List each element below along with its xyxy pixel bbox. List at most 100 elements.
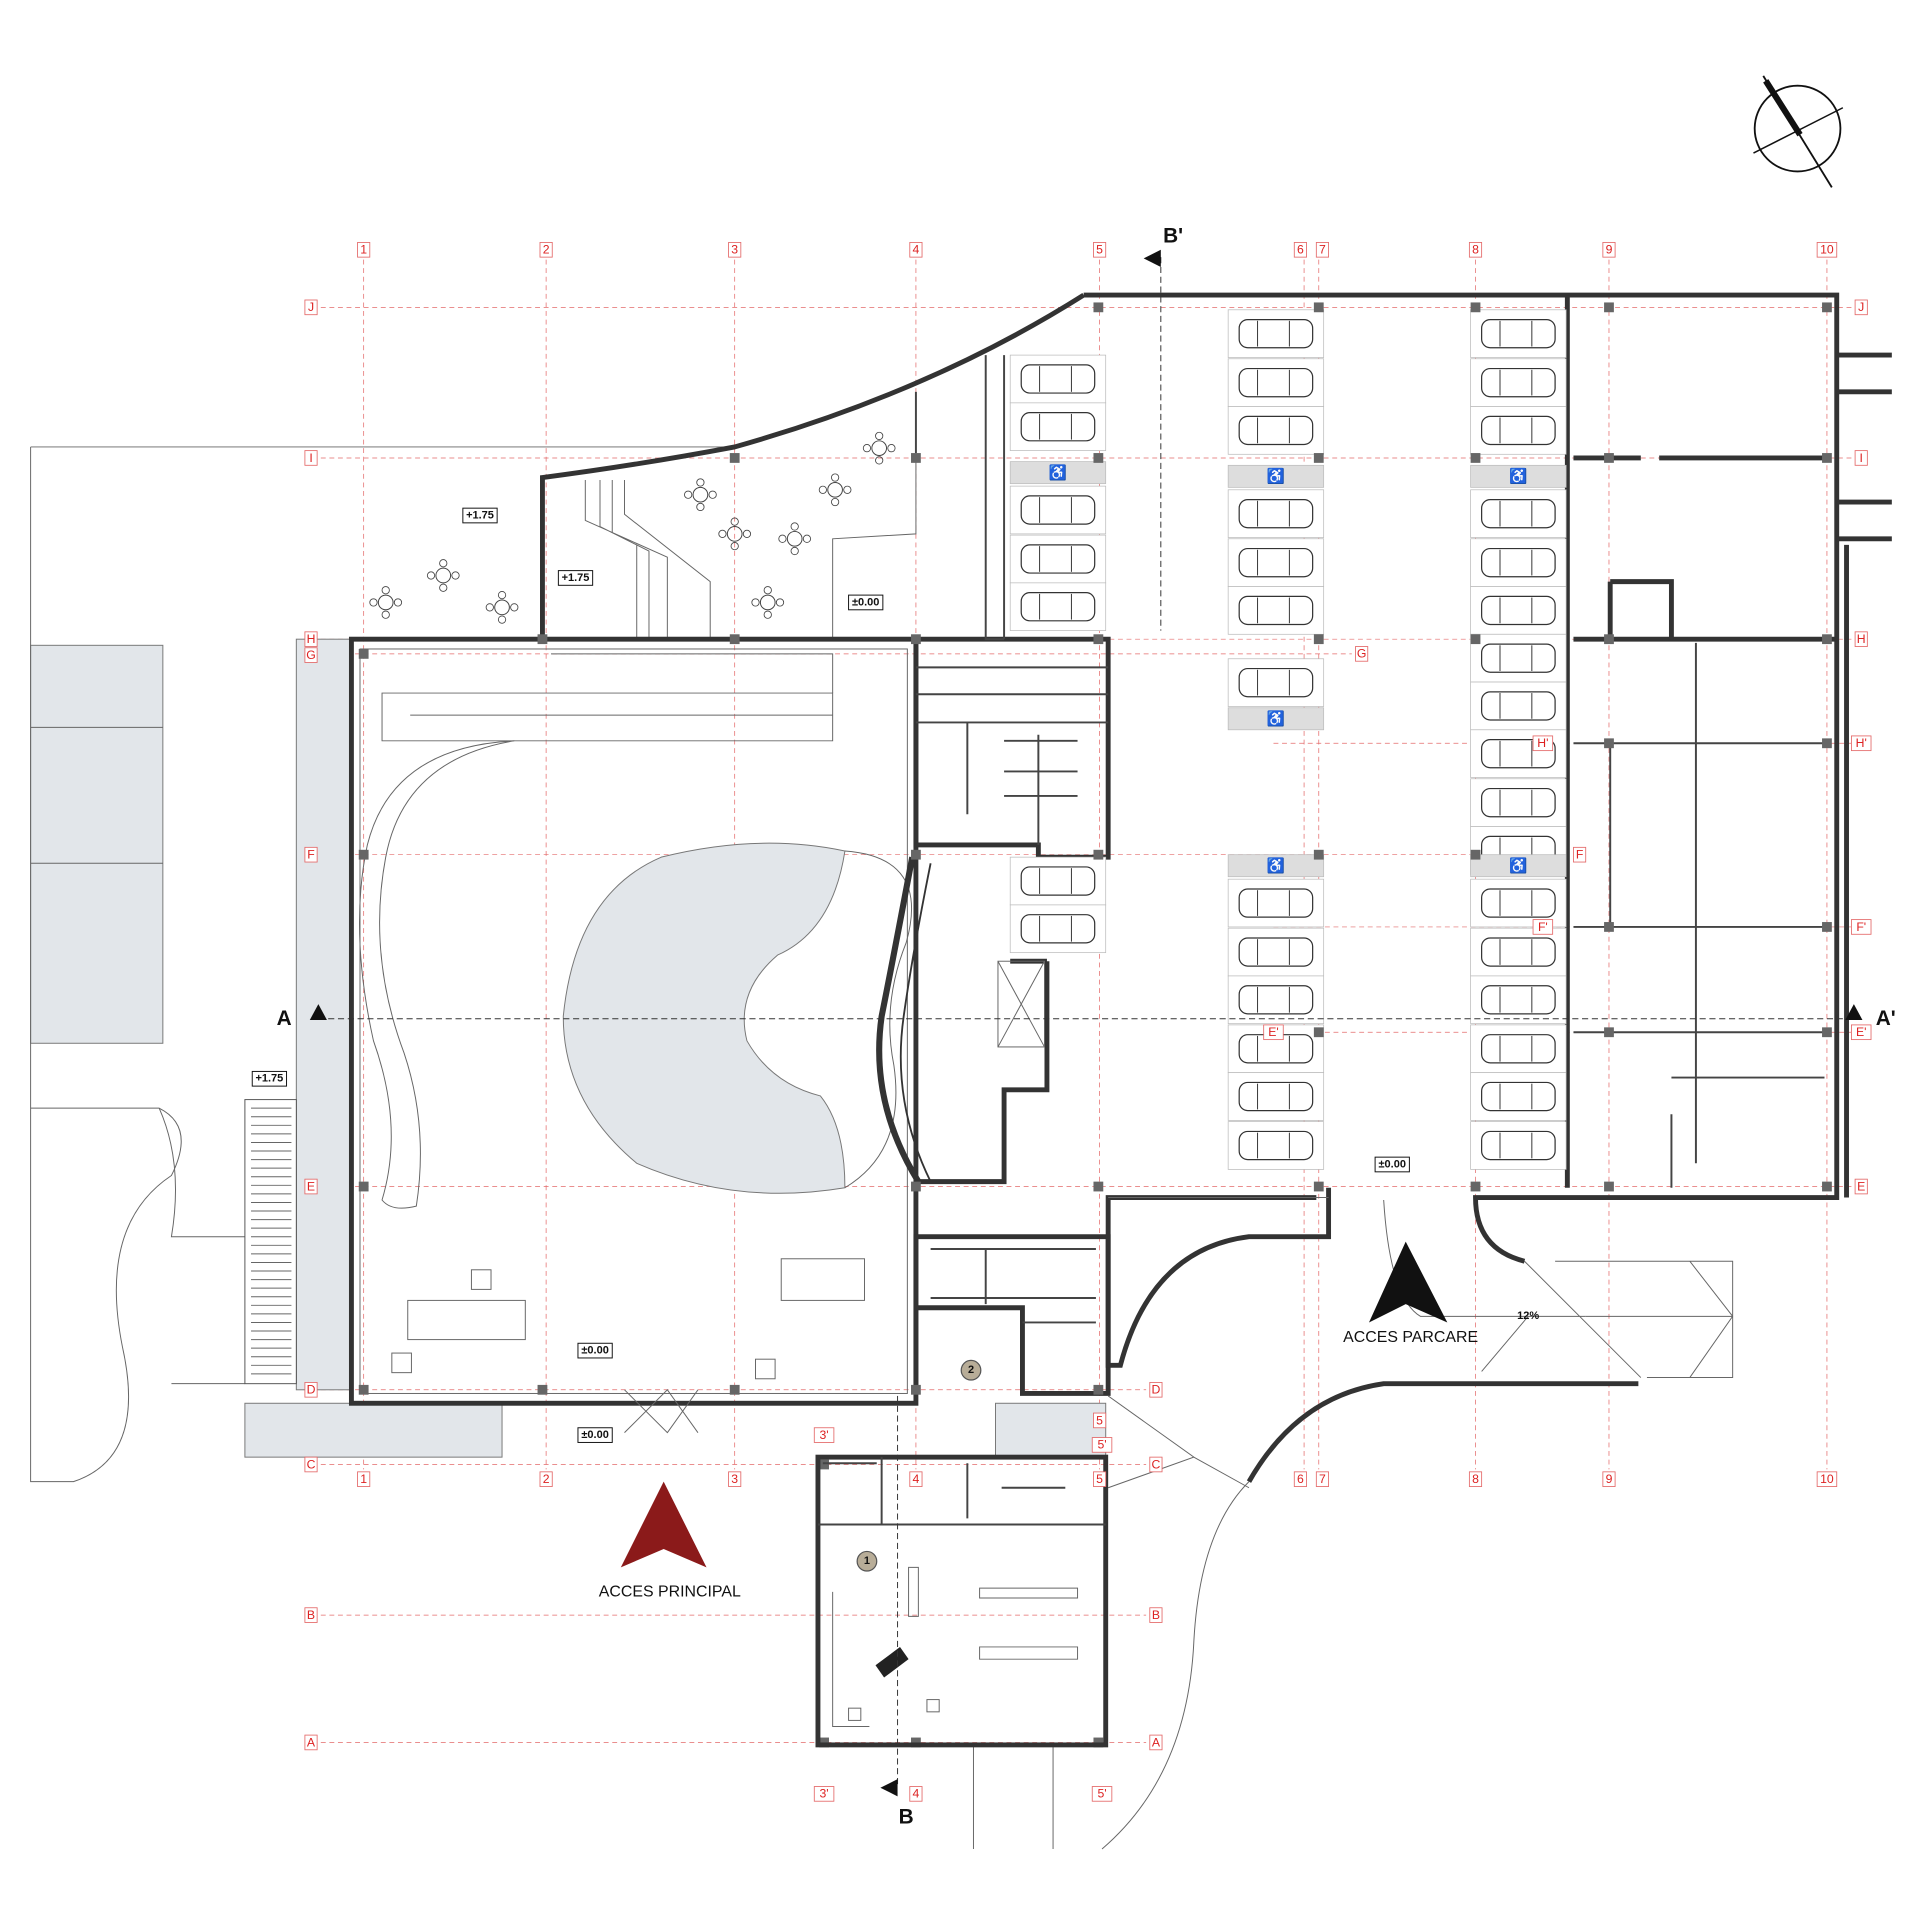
grid-row-label-left-box [304,1382,318,1398]
adjacent-building [30,644,164,1044]
chair-icon [485,603,494,612]
chair-icon [393,598,403,607]
grid-col-label-top: 9 [1606,243,1613,257]
grid-col-label-bottom: 9 [1606,1472,1613,1486]
grid-row-label-right: A [1152,1735,1161,1749]
grid-row-label-right-box [1854,299,1868,316]
grid-col-label-top: 8 [1472,243,1479,257]
car-icon [1481,1130,1556,1161]
parking-space [1009,904,1107,954]
chair-icon [730,542,739,551]
chair-icon [510,603,519,612]
parking-space [1470,975,1567,1025]
grid-col-label-bottom-box [1093,1471,1107,1487]
car-icon [1020,412,1096,442]
chair-icon [751,598,760,607]
parking-space [1009,534,1107,584]
parking-space [1470,489,1567,538]
car-icon [1238,547,1314,578]
structural-column [1093,302,1104,313]
car-icon [1238,937,1314,967]
grid-col-label-top: 3 [731,243,738,257]
section-arrow-icon [880,1779,898,1797]
parking-space [1227,489,1325,538]
structural-column [358,648,369,659]
chair-icon [790,522,799,531]
structural-column [1313,1027,1324,1038]
section-label-a-prime: A' [1876,1007,1896,1030]
cafe-table-icon [759,594,776,611]
wheelchair-icon: ♿ [1509,857,1527,875]
grid-row-label-secondary-box [1532,735,1554,752]
section-arrow-icon [309,1004,327,1020]
level-lobby: ±0.00 [581,1345,609,1357]
parking-space [1227,358,1325,407]
adjacent-site [30,446,735,1483]
car-icon [1238,318,1314,349]
chair-icon [439,559,448,568]
cafe-table-icon [726,526,743,542]
car-icon [1238,888,1314,918]
level-terrace-3: +1.75 [255,1073,283,1085]
structural-column [1604,1027,1614,1038]
grid-row-label-right: B [1152,1608,1160,1622]
grid-row-label-right-box [1854,450,1868,466]
parking-space [1227,309,1325,358]
grid-col-label-bottom: 4 [913,1472,920,1486]
car-icon [1481,937,1556,967]
grid-row-label-left: A [307,1735,316,1749]
grid-col-label-bottom-box [1315,1471,1330,1487]
chair-icon [778,534,787,543]
grid-col-label-top-box [728,242,742,258]
structural-column [1470,634,1481,645]
chair-icon [684,490,693,499]
chair-icon [862,444,872,453]
car-icon [1238,1130,1314,1161]
structural-column [911,453,921,463]
grid-row-label-right-box [1854,631,1868,647]
chair-icon [708,490,717,499]
grid-col-label-secondary-box [813,1786,835,1802]
car-icon [1238,498,1314,529]
level-tag: +1.75 [462,507,498,524]
parking-space [1009,402,1107,451]
level-courtyard: ±0.00 [852,596,880,608]
car-icon [1020,592,1096,622]
chair-icon [718,529,727,538]
accessible-parking-space: ♿ [1227,707,1325,731]
chair-icon [763,586,772,595]
grid-row-label-left-box [304,631,318,647]
grid-col-label-top: 6 [1297,243,1304,257]
parking-space [1227,658,1325,707]
section-arrow-icon [1845,1004,1863,1020]
terrace [369,293,1085,640]
grid-col-label-top: 4 [913,243,920,257]
grid-row-label-right: F [1576,848,1583,862]
car-icon [1238,1081,1314,1112]
grid-row-label-left-box [304,1456,318,1473]
grid-col-label-bottom: 7 [1319,1472,1326,1486]
parking-space [1470,406,1567,455]
structural-column [1093,1181,1104,1192]
parking-space [1470,538,1567,587]
grid-row-label-secondary-box [1532,919,1554,935]
structural-column [1470,453,1481,463]
structural-column [1822,302,1832,313]
grid-col-label-secondary-box [813,1427,835,1443]
grid-col-label-secondary-box [1091,1786,1113,1802]
structural-column [1822,634,1832,645]
parking-space [1227,1072,1325,1121]
structural-column [1093,453,1104,463]
level-tag: ±0.00 [577,1342,613,1359]
grid-col-label-bottom: 6 [1297,1472,1304,1486]
chair-icon [831,497,840,507]
grid-row-label-secondary-right: H' [1856,736,1867,750]
structural-column [1313,634,1324,645]
car-icon [1481,691,1556,721]
structural-column [537,1384,548,1395]
grid-col-label-top-box [357,242,371,258]
chair-icon [802,534,812,543]
level-tag: +1.75 [557,570,594,586]
